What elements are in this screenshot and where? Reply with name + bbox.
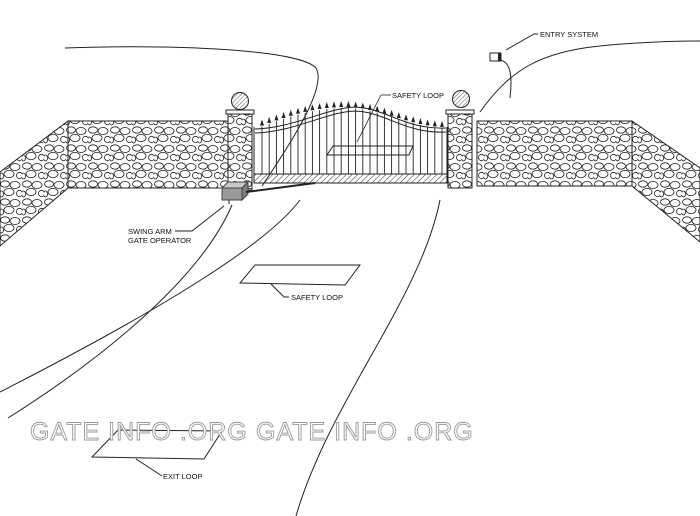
top-right-boundary-line (479, 40, 700, 113)
gate-spear-tip (404, 114, 408, 121)
gate-spear-tip (389, 109, 394, 116)
swing-arm-gate-operator (220, 180, 316, 204)
driveway-center-edge (0, 199, 301, 393)
left-pillar (225, 92, 255, 191)
right-angled-wall (631, 120, 700, 243)
safety-loop-drive-label: SAFETY LOOP (291, 293, 343, 302)
entry-system-label: ENTRY SYSTEM (540, 30, 598, 39)
entry-system-device (489, 52, 512, 99)
left-angled-wall (0, 120, 69, 247)
safety-loop-drive (238, 264, 361, 286)
gate-spear-tip (267, 116, 272, 123)
gate-spear-tip (432, 120, 437, 127)
gate-spear-tip (418, 117, 423, 124)
swing-arm-label-line1: SWING ARM (128, 227, 172, 236)
driveway-right-edge (295, 199, 441, 516)
right-pillar (445, 90, 475, 189)
exit-loop (90, 429, 223, 460)
safety-loop-gate (326, 145, 414, 156)
swing-gate (253, 101, 448, 184)
gate-spear-tip (339, 101, 344, 108)
gate-spear-tip (360, 102, 365, 109)
swing-arm-label-line2: GATE OPERATOR (128, 236, 192, 245)
gate-spear-tip (353, 101, 358, 108)
gate-spear-tip (368, 103, 372, 110)
gate-spear-tip (396, 112, 401, 119)
gate-spear-tip (440, 120, 444, 127)
gate-spear-tip (375, 105, 380, 112)
gate-spear-tip (382, 107, 387, 114)
safety-loop-gate-label: SAFETY LOOP (392, 91, 444, 100)
watermark: GATE INFO .ORG (30, 418, 248, 446)
gate-spear-tip (274, 114, 279, 121)
gate-spear-tip (310, 104, 315, 111)
gate-spear-tip (411, 116, 416, 123)
gate-spear-tip (296, 107, 300, 114)
gate-spear-tip (425, 119, 430, 126)
gate-spear-tip (281, 111, 286, 118)
gate-spear-tip (332, 101, 336, 108)
watermark: GATE INFO .ORG (256, 418, 474, 446)
gate-spear-tip (303, 105, 308, 112)
gate-spear-tip (288, 109, 293, 116)
gate-spear-tip (317, 103, 322, 110)
gate-spear-tip (346, 101, 351, 108)
left-front-wall (67, 120, 229, 189)
exit-loop-label: EXIT LOOP (163, 472, 202, 481)
gate-spear-tip (324, 102, 329, 109)
gate-spear-tip (260, 119, 264, 126)
driveway-left-edge (7, 204, 233, 419)
right-front-wall (476, 120, 633, 187)
